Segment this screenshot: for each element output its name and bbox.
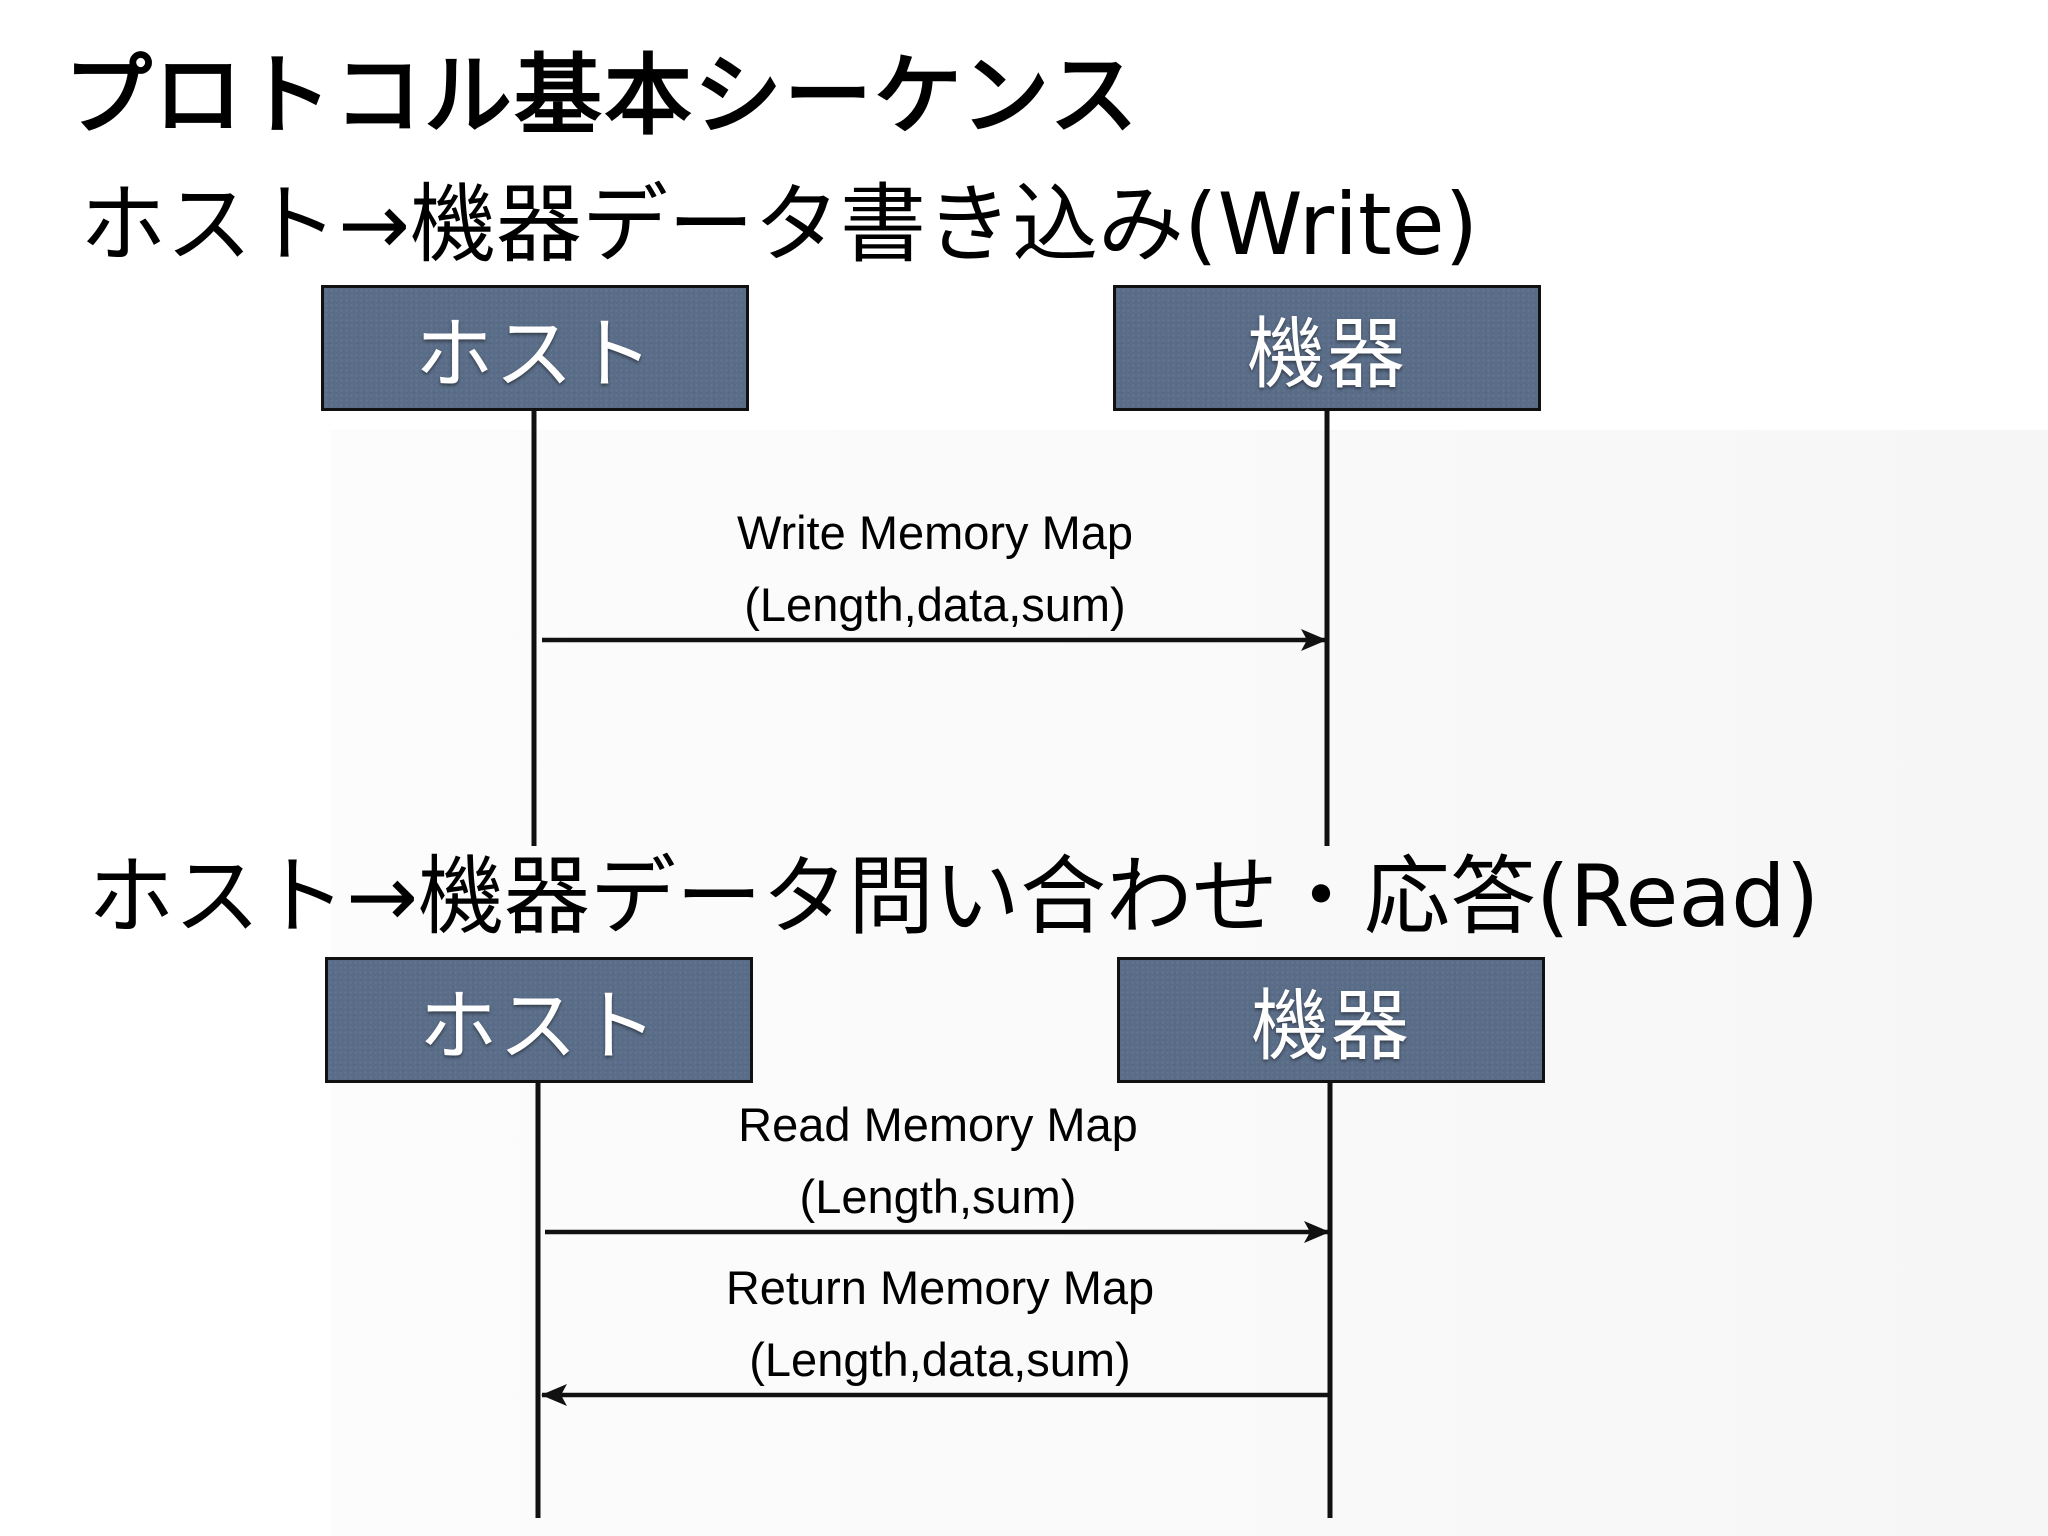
read-response-label: Return Memory Map (Length,data,sum) — [590, 1252, 1290, 1396]
write-sequence-heading: ホスト→機器データ書き込み(Write) — [80, 175, 1479, 275]
read-response-params: (Length,data,sum) — [749, 1333, 1131, 1386]
read-host-box: ホスト — [325, 957, 753, 1083]
read-device-box: 機器 — [1117, 957, 1545, 1083]
read-response-name: Return Memory Map — [725, 1261, 1155, 1314]
write-message-label: Write Memory Map (Length,data,sum) — [585, 497, 1285, 641]
write-device-box: 機器 — [1113, 285, 1541, 411]
write-host-box: ホスト — [321, 285, 749, 411]
read-request-label: Read Memory Map (Length,sum) — [588, 1089, 1288, 1233]
write-message-params: (Length,data,sum) — [744, 578, 1126, 631]
read-request-name: Read Memory Map — [738, 1098, 1138, 1151]
write-message-name: Write Memory Map — [736, 506, 1134, 559]
read-request-params: (Length,sum) — [799, 1170, 1077, 1223]
read-sequence-heading: ホスト→機器データ問い合わせ・応答(Read) — [88, 847, 1820, 947]
page-title: プロトコル基本シーケンス — [64, 44, 1140, 147]
